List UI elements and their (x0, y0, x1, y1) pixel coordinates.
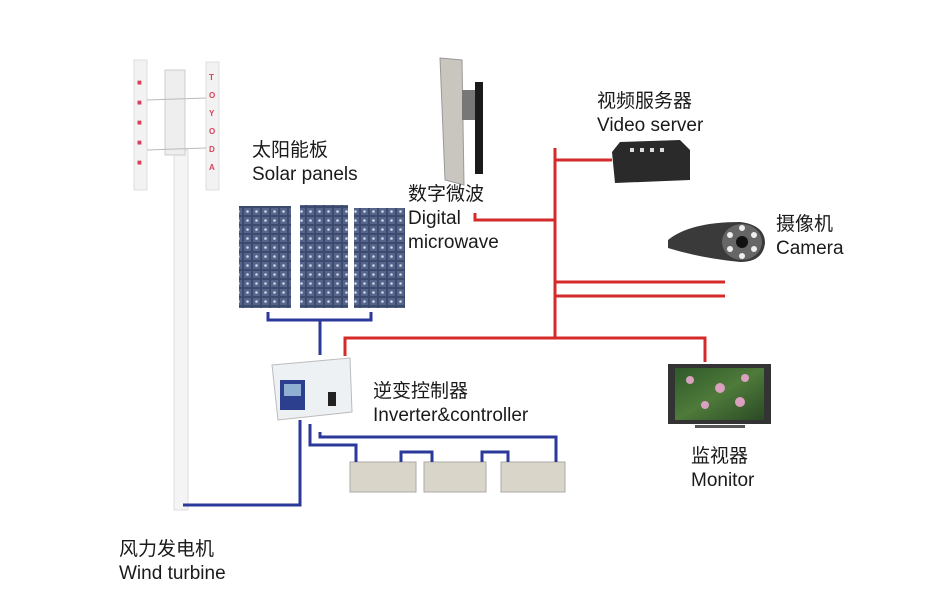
video-server-label-en: Video server (597, 115, 704, 136)
inverter-label: 逆变控制器 Inverter&controller (373, 380, 528, 428)
microwave-label-zh: 数字微波 (408, 184, 485, 205)
wind-label-en: Wind turbine (119, 563, 226, 584)
solar-panels-icon (239, 205, 405, 308)
microwave-antenna-icon (439, 57, 483, 186)
wind-turbine-label: 风力发电机 Wind turbine (119, 538, 226, 586)
camera-icon (668, 222, 765, 262)
svg-text:O: O (209, 127, 215, 136)
inverter-label-en: Inverter&controller (373, 405, 529, 426)
svg-text:■: ■ (137, 158, 142, 167)
inverter-label-zh: 逆变控制器 (373, 381, 469, 402)
microwave-label-en: Digital (408, 208, 461, 229)
camera-label: 摄像机 Camera (776, 213, 844, 261)
solar-label-zh: 太阳能板 (252, 140, 329, 161)
wind-label-zh: 风力发电机 (119, 539, 215, 560)
microwave-label-en2: microwave (408, 232, 499, 253)
svg-text:■: ■ (137, 118, 142, 127)
svg-text:Y: Y (209, 109, 215, 118)
inverter-controller-icon (271, 357, 353, 421)
monitor-label: 监视器 Monitor (691, 445, 754, 493)
svg-text:A: A (209, 163, 215, 172)
microwave-label: 数字微波 Digital microwave (408, 183, 499, 255)
monitor-label-en: Monitor (691, 470, 755, 491)
signal-lines (343, 148, 725, 362)
camera-label-zh: 摄像机 (776, 214, 834, 235)
video-server-label: 视频服务器 Video server (597, 90, 703, 138)
video-server-label-zh: 视频服务器 (597, 91, 693, 112)
svg-text:D: D (209, 145, 215, 154)
video-server-icon (612, 140, 690, 183)
solar-panels-label: 太阳能板 Solar panels (252, 139, 358, 187)
monitor-label-zh: 监视器 (691, 446, 749, 467)
power-lines (183, 312, 558, 507)
svg-text:T: T (209, 73, 214, 82)
svg-text:O: O (209, 91, 215, 100)
batteries-icon (349, 461, 566, 493)
svg-text:■: ■ (137, 138, 142, 147)
camera-label-en: Camera (776, 238, 844, 259)
svg-text:■: ■ (137, 98, 142, 107)
monitor-icon (668, 364, 771, 428)
solar-label-en: Solar panels (252, 164, 358, 185)
svg-text:■: ■ (137, 78, 142, 87)
